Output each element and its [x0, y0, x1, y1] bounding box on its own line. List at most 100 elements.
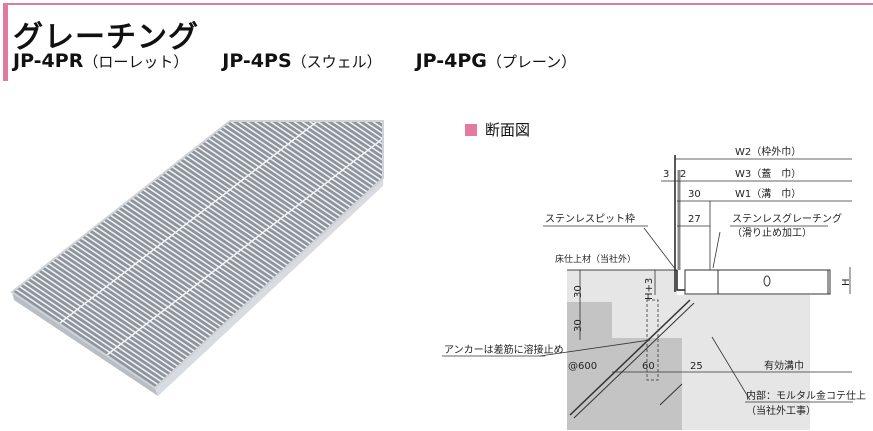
- grating-crossbar: [58, 121, 383, 325]
- grating-bar: [124, 202, 269, 301]
- grating-bar: [167, 168, 312, 267]
- grating-bar: [40, 268, 185, 366]
- grating-bar: [287, 121, 383, 173]
- grating-bar: [15, 288, 160, 386]
- grating-bar: [182, 157, 327, 255]
- grating-bar: [109, 214, 254, 312]
- grating-bar: [193, 148, 338, 247]
- label-floor: 床仕上材（当社外）: [555, 253, 636, 265]
- grating-bar: [269, 121, 383, 187]
- grating-bar: [47, 262, 192, 361]
- rebar-block: [612, 338, 682, 430]
- grating-bar: [247, 121, 383, 204]
- grating-bar: [280, 121, 383, 178]
- label-anchor: アンカーは差筋に溶接止め: [444, 343, 564, 356]
- grating-bar: [113, 211, 258, 309]
- grating-bar: [229, 121, 374, 218]
- grating-bar: [26, 279, 170, 378]
- grating-bar: [218, 128, 363, 227]
- grating-bar: [276, 121, 383, 181]
- header-accent-bar: [3, 3, 8, 81]
- grating-bar: [33, 274, 178, 372]
- grating-bar: [265, 121, 383, 190]
- grating-bar: [284, 121, 383, 175]
- grating-bar: [200, 143, 345, 241]
- grating-bar: [189, 151, 334, 250]
- grating-outline: [10, 120, 384, 390]
- dim-60: 60: [642, 361, 655, 372]
- grating-bar: [156, 177, 301, 275]
- label-w1: W1（溝 巾）: [735, 187, 801, 200]
- grating-bar: [258, 121, 383, 195]
- grating-bar: [98, 222, 243, 321]
- grating-bar: [131, 197, 276, 295]
- label-grating-note: （滑り止め加工）: [732, 227, 812, 239]
- grating-bar: [254, 121, 383, 198]
- grating-bar: [164, 171, 309, 269]
- grating-bar: [127, 200, 272, 298]
- grating-bar: [120, 205, 265, 304]
- grating-bar: [262, 121, 383, 193]
- grating-side-edge: [155, 178, 383, 396]
- grating-bar: [185, 154, 330, 252]
- grating-bar: [244, 121, 383, 207]
- grating-bar: [44, 265, 189, 364]
- label-inner-note: （当社外工事）: [746, 404, 816, 417]
- section-title: 断面図: [485, 121, 531, 139]
- grating-bar: [73, 242, 218, 341]
- label-effective-width: 有効溝巾: [764, 359, 804, 372]
- grating-bar: [69, 245, 214, 344]
- grating-bar: [149, 183, 294, 281]
- grating-bar: [145, 185, 290, 284]
- model-code: JP-4PR: [13, 50, 84, 72]
- grating-bar: [102, 220, 247, 318]
- grating-bar: [22, 282, 167, 381]
- grating-crossbar: [105, 121, 383, 356]
- grating-bar: [207, 137, 352, 235]
- grating-bar: [55, 257, 200, 355]
- grating-bar: [211, 134, 356, 232]
- grating-bar: [175, 163, 319, 261]
- dim-2: 2: [680, 169, 686, 180]
- grating-bar: [91, 228, 236, 326]
- label-w3: W3（蓋 巾）: [735, 167, 801, 180]
- grating-bar: [138, 191, 283, 289]
- grating-bar: [160, 174, 305, 272]
- grating-bar: [51, 259, 196, 358]
- grating-bar: [62, 251, 207, 349]
- grating-bar: [196, 145, 341, 244]
- dim-pitch: @600: [568, 361, 597, 372]
- rebar-block: [567, 302, 612, 430]
- model-type: （ローレット）: [83, 53, 189, 71]
- grating-bar: [29, 277, 174, 375]
- grating-bar: [84, 234, 229, 332]
- dim-25: 25: [690, 361, 703, 372]
- section-marker-icon: [465, 123, 477, 136]
- grating-bar: [142, 188, 287, 287]
- label-frame: ステンレスピット枠: [545, 212, 635, 225]
- grating-bar: [225, 123, 370, 221]
- model-list: JP-4PR（ローレット） JP-4PS（スウェル） JP-4PG（プレーン）: [13, 50, 604, 72]
- grating-bar: [58, 254, 203, 352]
- grating-bar: [215, 131, 359, 230]
- grating-bar: [233, 121, 378, 215]
- dim-h3: H+3: [644, 278, 655, 300]
- label-w2: W2（枠外巾）: [735, 145, 801, 158]
- model-type: （プレーン）: [486, 53, 577, 71]
- grating-bar: [87, 231, 232, 329]
- grating-bar: [66, 248, 210, 346]
- grating-bar: [116, 208, 261, 307]
- grating-bar: [171, 165, 316, 264]
- grating-bar: [273, 121, 383, 184]
- grating-bar: [95, 225, 240, 324]
- model-code: JP-4PG: [415, 50, 487, 72]
- model-type: （スウェル）: [291, 53, 382, 71]
- grating-bar: [251, 121, 383, 201]
- model-code: JP-4PS: [222, 50, 292, 72]
- grating-bar: [80, 237, 225, 335]
- grating-bar: [135, 194, 279, 292]
- dim-30: 30: [573, 319, 584, 332]
- grating-front-edge: [12, 292, 158, 396]
- grating-bar: [178, 160, 323, 258]
